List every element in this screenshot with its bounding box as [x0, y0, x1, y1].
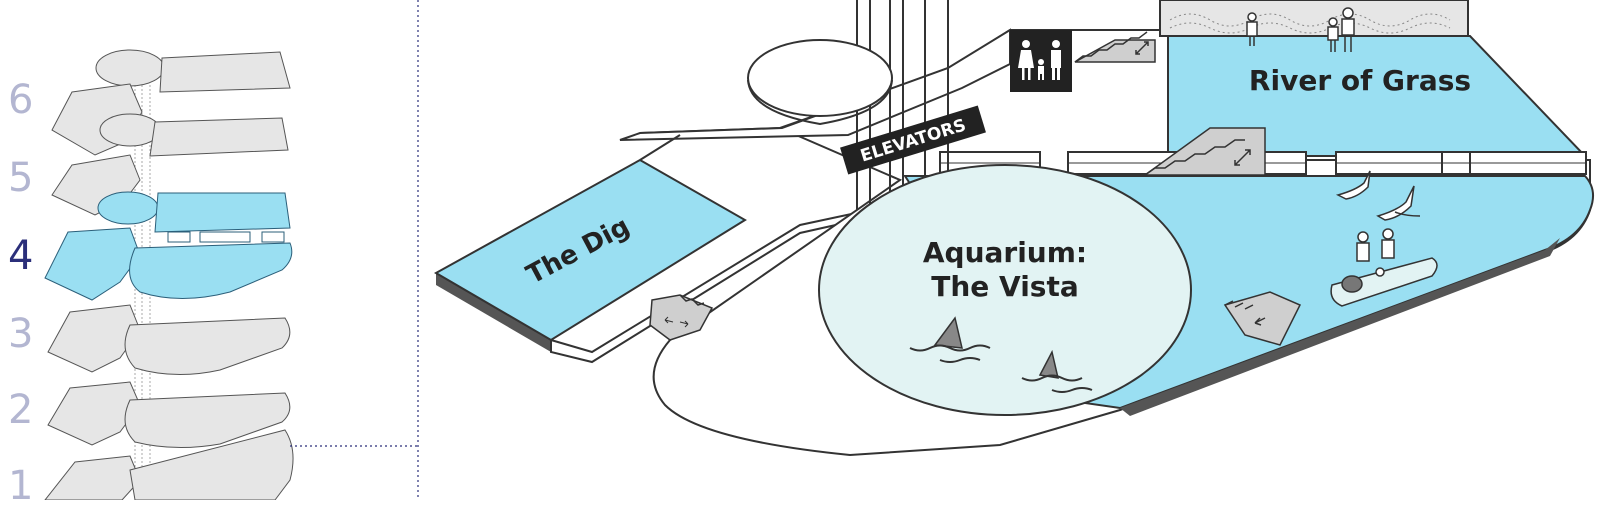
aquarium-label-line2: The Vista [931, 270, 1079, 303]
leader-lines [290, 0, 419, 500]
floor-stack [44, 49, 294, 500]
people-top-icon [1246, 7, 1355, 52]
main-map: ELEVATORS [433, 0, 1595, 457]
the-dig-area[interactable] [433, 158, 747, 342]
upper-round-platform [747, 39, 893, 117]
floor-2-button[interactable]: 2 [8, 387, 34, 433]
heron-icon [1335, 170, 1421, 221]
boat-icon[interactable] [1330, 228, 1438, 307]
floor-5-button[interactable]: 5 [8, 155, 34, 201]
floor-3-thumbnail[interactable] [47, 304, 291, 375]
aquarium-vista[interactable] [818, 164, 1192, 416]
aquarium-label-line1: Aquarium: [923, 236, 1087, 269]
floor-2-thumbnail[interactable] [47, 381, 291, 449]
floor-1-thumbnail[interactable] [44, 429, 294, 500]
stairs-lower-icon[interactable] [1223, 291, 1302, 346]
floor-6-button[interactable]: 6 [8, 77, 34, 123]
floor-4-thumbnail[interactable] [44, 191, 293, 301]
floor-1-button[interactable]: 1 [8, 463, 34, 509]
river-of-grass-label: River of Grass [1249, 64, 1471, 97]
floor-3-button[interactable]: 3 [8, 311, 34, 357]
stairs-dig-icon[interactable] [649, 294, 714, 341]
floor-6-thumbnail[interactable] [51, 49, 291, 156]
stairs-icon[interactable] [1074, 31, 1156, 63]
floor-4-button[interactable]: 4 [8, 233, 34, 279]
dig-slab-edge [436, 273, 551, 352]
escalator-icon[interactable] [1142, 127, 1266, 176]
restroom-family-icon[interactable] [1010, 30, 1072, 92]
grass-panel [1159, 0, 1469, 37]
shark-fin-icon [909, 316, 1093, 393]
water-edge-dark [1120, 238, 1560, 416]
